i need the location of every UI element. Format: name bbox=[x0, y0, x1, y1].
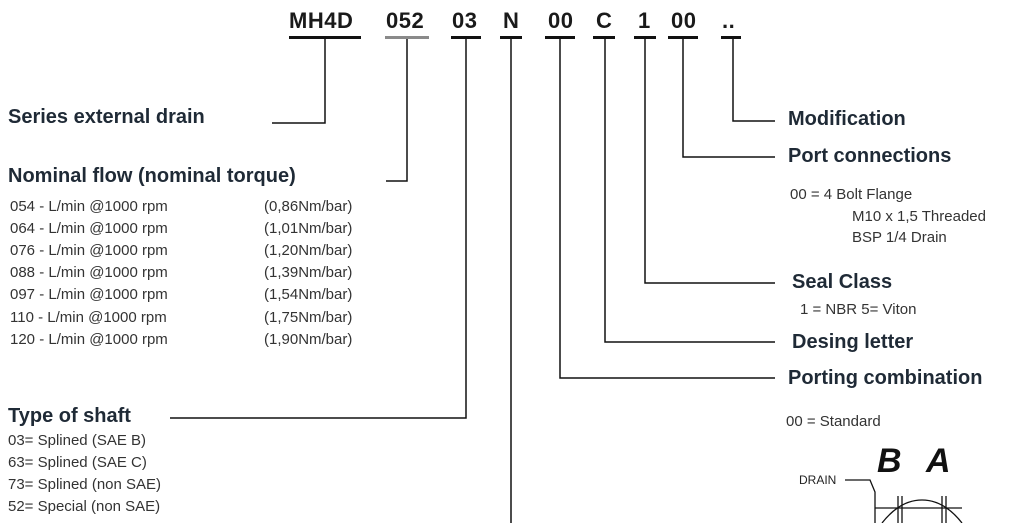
drain-label: DRAIN bbox=[799, 473, 837, 487]
porting-option: 00 = Standard bbox=[786, 413, 881, 430]
design-letter-title: Desing letter bbox=[792, 331, 914, 353]
flow-row-torque: (0,86Nm/bar) bbox=[264, 198, 353, 215]
underline-port-conn-2 bbox=[668, 36, 698, 39]
shaft-row: 52= Special (non SAE) bbox=[8, 498, 161, 515]
seal-class-title: Seal Class bbox=[792, 271, 893, 293]
underline-modification bbox=[721, 36, 741, 39]
code-segment-seal: 1 bbox=[638, 8, 651, 33]
port-connections-line: BSP 1/4 Drain bbox=[852, 229, 947, 246]
underline-porting bbox=[500, 36, 522, 39]
shaft-row: 73= Splined (non SAE) bbox=[8, 476, 162, 493]
underline-seal bbox=[634, 36, 656, 39]
underline-port-conn-1 bbox=[545, 36, 575, 39]
flow-row-flow: 064 - L/min @1000 rpm bbox=[10, 220, 168, 237]
code-segment-series: MH4D bbox=[289, 8, 354, 33]
flow-row-flow: 097 - L/min @1000 rpm bbox=[10, 286, 168, 303]
flow-row-flow: 088 - L/min @1000 rpm bbox=[10, 264, 168, 281]
code-segment-shaft: 03 bbox=[452, 8, 478, 33]
port-b-label: B bbox=[877, 442, 902, 480]
underline-series bbox=[289, 36, 361, 39]
port-layout-drawing bbox=[845, 479, 963, 523]
seal-class-options: 1 = NBR 5= Viton bbox=[800, 301, 917, 318]
flow-row-torque: (1,01Nm/bar) bbox=[264, 220, 353, 237]
underline-flow bbox=[385, 36, 429, 39]
underline-shaft bbox=[451, 36, 481, 39]
code-segment-porting: N bbox=[503, 8, 520, 33]
code-segment-flow: 052 bbox=[386, 8, 425, 33]
flow-row-torque: (1,75Nm/bar) bbox=[264, 309, 353, 326]
code-segment-port-conn-1: 00 bbox=[548, 8, 574, 33]
code-segment-design: C bbox=[596, 8, 613, 33]
porting-title: Porting combination bbox=[788, 367, 983, 389]
shaft-row: 63= Splined (SAE C) bbox=[8, 454, 147, 471]
port-connections-line: M10 x 1,5 Threaded bbox=[852, 208, 986, 225]
nominal-flow-title: Nominal flow (nominal torque) bbox=[8, 165, 296, 187]
flow-row-torque: (1,54Nm/bar) bbox=[264, 286, 353, 303]
flow-row-flow: 110 - L/min @1000 rpm bbox=[10, 309, 167, 326]
series-title: Series external drain bbox=[8, 106, 205, 128]
shaft-title: Type of shaft bbox=[8, 405, 131, 427]
shaft-row: 03= Splined (SAE B) bbox=[8, 432, 146, 449]
port-connections-line: 00 = 4 Bolt Flange bbox=[790, 186, 913, 203]
flow-row-flow: 076 - L/min @1000 rpm bbox=[10, 242, 168, 259]
underline-design bbox=[593, 36, 615, 39]
code-segment-modification: .. bbox=[722, 8, 736, 33]
port-a-label: A bbox=[926, 442, 951, 480]
flow-row-flow: 120 - L/min @1000 rpm bbox=[10, 331, 168, 348]
flow-row-torque: (1,90Nm/bar) bbox=[264, 331, 353, 348]
flow-row-torque: (1,39Nm/bar) bbox=[264, 264, 353, 281]
modification-title: Modification bbox=[788, 108, 906, 130]
flow-row-flow: 054 - L/min @1000 rpm bbox=[10, 198, 168, 215]
flow-row-torque: (1,20Nm/bar) bbox=[264, 242, 353, 259]
code-segment-port-conn-2: 00 bbox=[671, 8, 697, 33]
port-connections-title: Port connections bbox=[788, 145, 952, 167]
